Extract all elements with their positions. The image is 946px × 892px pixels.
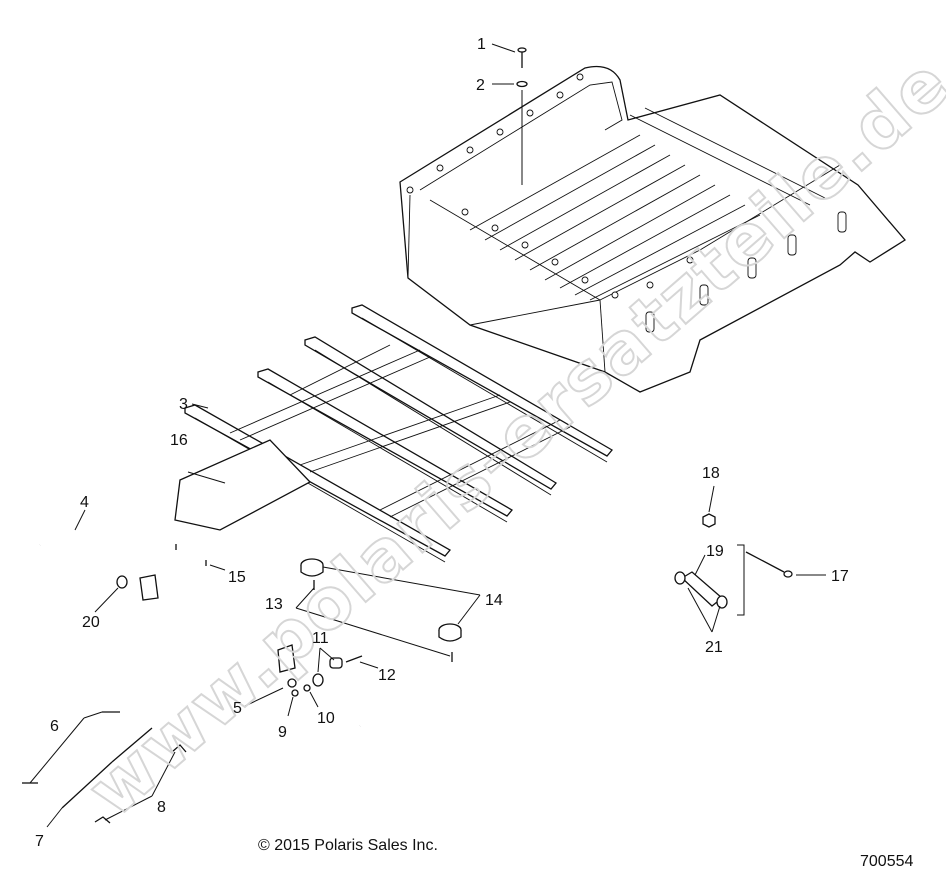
callout-12: 12	[378, 667, 396, 684]
cargo-box	[399, 65, 906, 393]
callout-16: 16	[170, 432, 188, 449]
tailgate-rod-assembly	[39, 531, 372, 727]
bolt-1-part	[517, 47, 527, 68]
callout-13: 13	[265, 596, 283, 613]
callout-18: 18	[702, 465, 720, 482]
nut-18-part	[702, 513, 716, 528]
washer-2-part	[516, 80, 528, 88]
callout-11: 11	[312, 630, 329, 647]
diagram-id: 700554	[860, 853, 913, 870]
fastener-15-part	[175, 544, 207, 566]
callout-14: 14	[485, 592, 503, 609]
callout-3: 3	[179, 396, 188, 413]
skid-plate-16-part	[174, 439, 312, 531]
gas-strut-7-part	[61, 727, 153, 809]
bolt-17-part	[745, 551, 793, 578]
callout-19: 19	[706, 543, 724, 560]
bushing-21-part	[674, 571, 728, 609]
clip-8-part	[94, 744, 187, 824]
callout-4: 4	[80, 494, 89, 511]
bed-frame	[184, 304, 613, 563]
leader-lines	[29, 43, 826, 828]
callout-8: 8	[157, 799, 166, 816]
callout-21: 21	[705, 639, 723, 656]
callout-17: 17	[831, 568, 849, 585]
callout-20: 20	[82, 614, 100, 631]
callout-1: 1	[477, 36, 486, 53]
copyright-text: © 2015 Polaris Sales Inc.	[258, 837, 438, 854]
callout-labels: 1 2 3 4 5 6 7 8 9 10 11 12 13 14 15 16 1…	[35, 36, 849, 850]
callout-10: 10	[317, 710, 335, 727]
callout-6: 6	[50, 718, 59, 735]
bumper-14-part	[300, 558, 462, 642]
callout-2: 2	[476, 77, 485, 94]
callout-5: 5	[233, 700, 242, 717]
callout-7: 7	[35, 833, 44, 850]
callout-9: 9	[278, 724, 287, 741]
callout-15: 15	[228, 569, 246, 586]
